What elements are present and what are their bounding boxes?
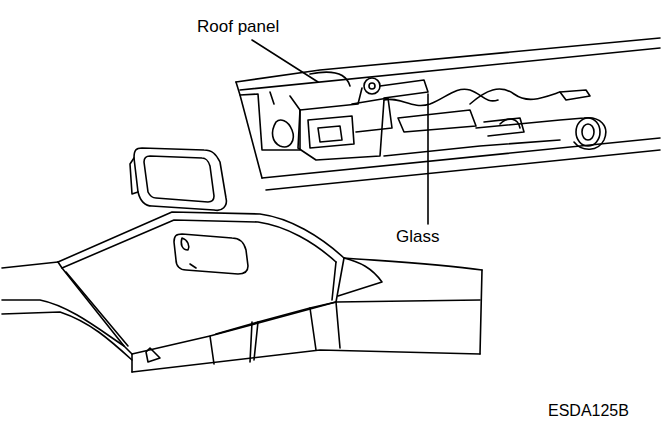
rail-detail xyxy=(236,38,660,190)
figure-code: ESDA125B xyxy=(548,402,629,420)
car-body xyxy=(2,212,482,372)
leader-line xyxy=(427,94,429,224)
glass-panel xyxy=(130,148,226,210)
part-label: Glass xyxy=(396,228,439,247)
part-label: Roof panel xyxy=(197,18,279,37)
